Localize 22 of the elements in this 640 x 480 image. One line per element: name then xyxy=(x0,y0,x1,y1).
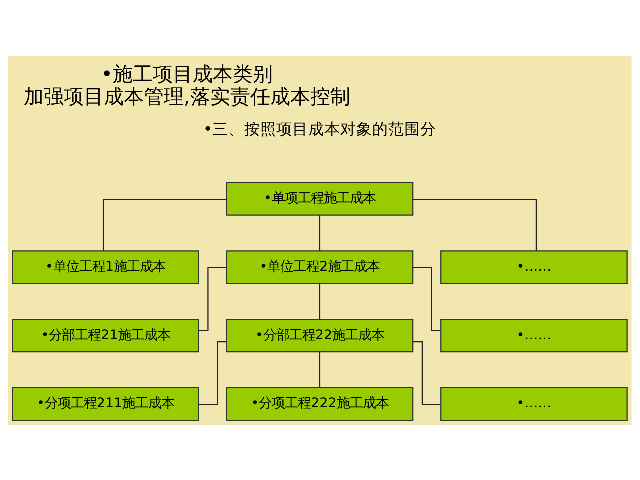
node-box: •分部工程21施工成本 xyxy=(12,318,200,352)
label: •三、按照项目成本对象的范围分 xyxy=(203,119,437,138)
caption: 加强项目成本管理,落实责任成本控制 xyxy=(24,84,350,108)
node-box: •分项工程211施工成本 xyxy=(12,386,200,421)
connector xyxy=(319,352,321,388)
connector xyxy=(199,266,227,331)
node-box: •单项工程施工成本 xyxy=(226,182,414,216)
node-box: •单位工程2施工成本 xyxy=(226,250,414,284)
connector xyxy=(413,340,441,405)
connector xyxy=(319,283,321,319)
connector xyxy=(413,198,538,250)
diagram-title: •施工项目成本类别 xyxy=(101,62,274,86)
node-box: •单位工程1施工成本 xyxy=(12,250,200,284)
node-box: •分项工程222施工成本 xyxy=(226,386,414,421)
connector xyxy=(102,198,227,250)
connector xyxy=(319,215,321,250)
connector xyxy=(199,340,227,405)
node-box: •…… xyxy=(440,250,628,284)
node-box: •…… xyxy=(440,386,628,421)
connector xyxy=(413,266,441,331)
node-box: •…… xyxy=(440,318,628,352)
node-box: •分部工程22施工成本 xyxy=(226,318,414,352)
